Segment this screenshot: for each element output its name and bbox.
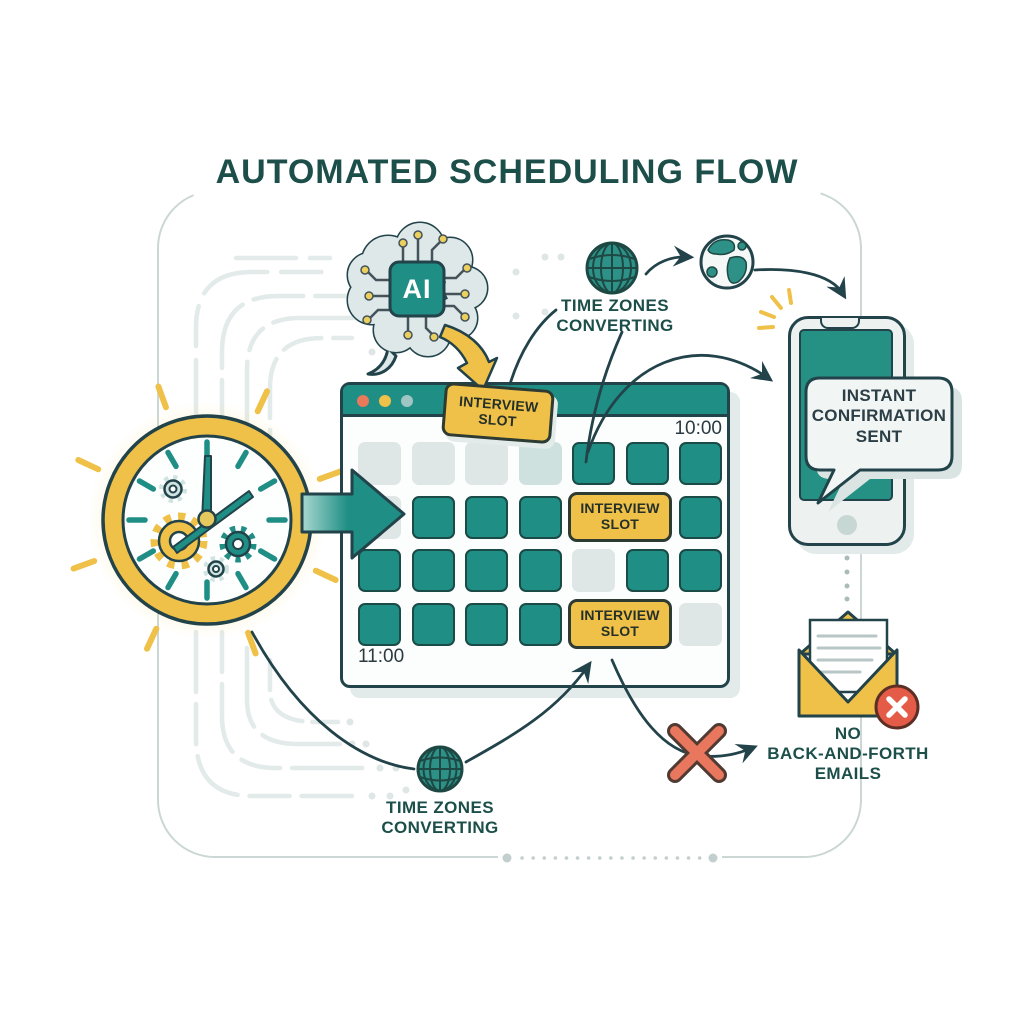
window-button-close[interactable] (357, 395, 369, 407)
calendar-cell-busy[interactable] (411, 602, 455, 646)
clock-hub (197, 509, 217, 529)
calendar-cell-busy[interactable] (679, 442, 722, 485)
calendar-cell-empty (411, 442, 455, 485)
timezones-converting-top-label: TIME ZONES CONVERTING (556, 296, 674, 336)
cancel-x-icon (874, 684, 920, 730)
calendar-cell-busy[interactable] (465, 602, 508, 646)
calendar-cell-hint (518, 442, 562, 485)
calendar-cell-busy[interactable] (679, 495, 722, 539)
circuit-dots-bottom-left (346, 718, 410, 800)
window-button-zoom[interactable] (401, 395, 413, 407)
phone-home-button[interactable] (837, 515, 857, 535)
open-envelope-icon (797, 610, 920, 730)
calendar-cell-empty (572, 549, 615, 592)
calendar-cell-busy[interactable] (625, 549, 669, 592)
calendar-cell-empty (679, 602, 722, 646)
calendar-cell-busy[interactable] (465, 549, 508, 592)
calendar-cell-busy[interactable] (625, 442, 669, 485)
dotted-connector (844, 555, 850, 602)
globe-wireframe-icon (585, 241, 639, 295)
ai-chip-label: AI (402, 273, 432, 304)
timezones-converting-bottom-label: TIME ZONES CONVERTING (381, 798, 499, 838)
phone-notch (820, 318, 860, 329)
calendar-cell-empty (358, 495, 401, 539)
gear-icon (203, 556, 229, 582)
calendar-time-end: 11:00 (358, 646, 405, 667)
window-button-minimize[interactable] (379, 395, 391, 407)
calendar-cell-busy[interactable] (411, 495, 455, 539)
calendar-cell-busy[interactable] (411, 549, 455, 592)
calendar-cell-busy[interactable] (358, 549, 401, 592)
calendar-cell-busy[interactable] (518, 602, 562, 646)
calendar-cell-busy[interactable] (518, 549, 562, 592)
calendar-cell-busy[interactable] (465, 495, 508, 539)
earth-icon (699, 234, 755, 290)
calendar-cell-busy[interactable] (358, 602, 401, 646)
calendar-cell-empty (465, 442, 508, 485)
no-emails-label: NO BACK-AND-FORTH EMAILS (767, 724, 929, 784)
globe-wireframe-icon (416, 745, 464, 793)
circuit-nodes (360, 230, 472, 342)
gear-icon (159, 475, 187, 503)
clock-gears-icon (101, 414, 313, 626)
border-dotted-segment (502, 853, 718, 863)
page-title: AUTOMATED SCHEDULING FLOW (193, 148, 821, 196)
calendar-cell-busy[interactable] (679, 549, 722, 592)
gear-icon (219, 525, 257, 563)
confirmation-bubble-text: INSTANT CONFIRMATION SENT (811, 386, 947, 446)
gear-icon (150, 512, 208, 570)
calendar-cell-busy[interactable] (572, 442, 615, 485)
calendar-cell-busy[interactable] (518, 495, 562, 539)
calendar-cell-empty (358, 442, 401, 485)
ai-chip (388, 260, 446, 318)
interview-slot-badge[interactable]: INTERVIEW SLOT (441, 381, 555, 445)
circuit-traces (367, 238, 465, 335)
phone-rays (757, 288, 793, 330)
calendar-time-start: 10:00 (674, 418, 722, 439)
